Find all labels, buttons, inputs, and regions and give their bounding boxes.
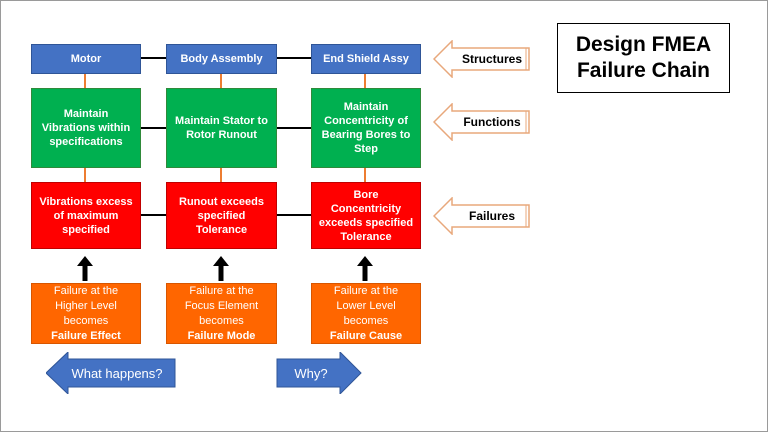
structure-connector	[140, 57, 170, 59]
level-result: Failure Mode	[187, 329, 256, 342]
left-arrow-icon	[46, 352, 176, 394]
structure-motor: Motor	[31, 44, 141, 74]
column-connector	[84, 167, 86, 183]
function-maintain-vibrations: Maintain Vibrations within specification…	[31, 88, 141, 168]
column-connector	[364, 73, 366, 89]
title-line-1: Design FMEA	[575, 33, 712, 56]
right-arrow-icon	[276, 352, 362, 394]
level-line: Failure at the	[53, 284, 119, 297]
title-line-2: Failure Chain	[576, 59, 711, 82]
functions-arrow: Functions	[433, 103, 531, 141]
page-title: Design FMEA Failure Chain	[557, 23, 730, 93]
level-line: Failure at the	[333, 284, 399, 297]
failures-label: Failures	[468, 209, 516, 223]
structures-arrow: Structures	[433, 40, 531, 78]
up-arrow-icon	[213, 256, 229, 281]
column-connector	[364, 167, 366, 183]
column-connector	[220, 73, 222, 89]
column-connector	[220, 167, 222, 183]
hollow-left-arrow-icon	[433, 40, 530, 78]
structure-end-shield-assy: End Shield Assy	[311, 44, 421, 74]
hollow-left-arrow-icon	[433, 103, 530, 141]
structures-label: Structures	[461, 52, 523, 66]
failure-bore-concentricity: Bore Concentricity exceeds specified Tol…	[311, 182, 421, 249]
function-maintain-runout: Maintain Stator to Rotor Runout	[166, 88, 277, 168]
level-failure-effect: Failure at the Higher Level becomes Fail…	[31, 283, 141, 344]
what-happens-arrow: What happens?	[46, 352, 176, 394]
failure-runout: Runout exceeds specified Tolerance	[166, 182, 277, 249]
function-connector	[140, 127, 170, 129]
up-arrow-icon	[357, 256, 373, 281]
failures-arrow: Failures	[433, 197, 531, 235]
level-line: Focus Element	[184, 299, 259, 312]
level-line: Failure at the	[189, 284, 254, 297]
failure-vibrations: Vibrations excess of maximum specified	[31, 182, 141, 249]
why-arrow: Why?	[276, 352, 362, 394]
function-maintain-concentricity: Maintain Concentricity of Bearing Bores …	[311, 88, 421, 168]
failure-connector	[140, 214, 170, 216]
up-arrow-icon	[77, 256, 93, 281]
level-line: becomes	[63, 314, 109, 327]
structure-body-assembly: Body Assembly	[166, 44, 277, 74]
failure-connector	[276, 214, 312, 216]
level-line: Higher Level	[55, 299, 117, 312]
column-connector	[84, 73, 86, 89]
level-line: becomes	[199, 314, 244, 327]
level-line: Lower Level	[336, 299, 396, 312]
why-label: Why?	[294, 365, 328, 381]
level-result: Failure Effect	[51, 329, 121, 342]
level-line: becomes	[343, 314, 389, 327]
level-result: Failure Cause	[329, 329, 403, 342]
level-failure-mode: Failure at the Focus Element becomes Fai…	[166, 283, 277, 344]
function-connector	[276, 127, 312, 129]
what-happens-label: What happens?	[71, 365, 163, 381]
structure-connector	[276, 57, 312, 59]
functions-label: Functions	[463, 115, 521, 129]
level-failure-cause: Failure at the Lower Level becomes Failu…	[311, 283, 421, 344]
hollow-left-arrow-icon	[433, 197, 530, 235]
